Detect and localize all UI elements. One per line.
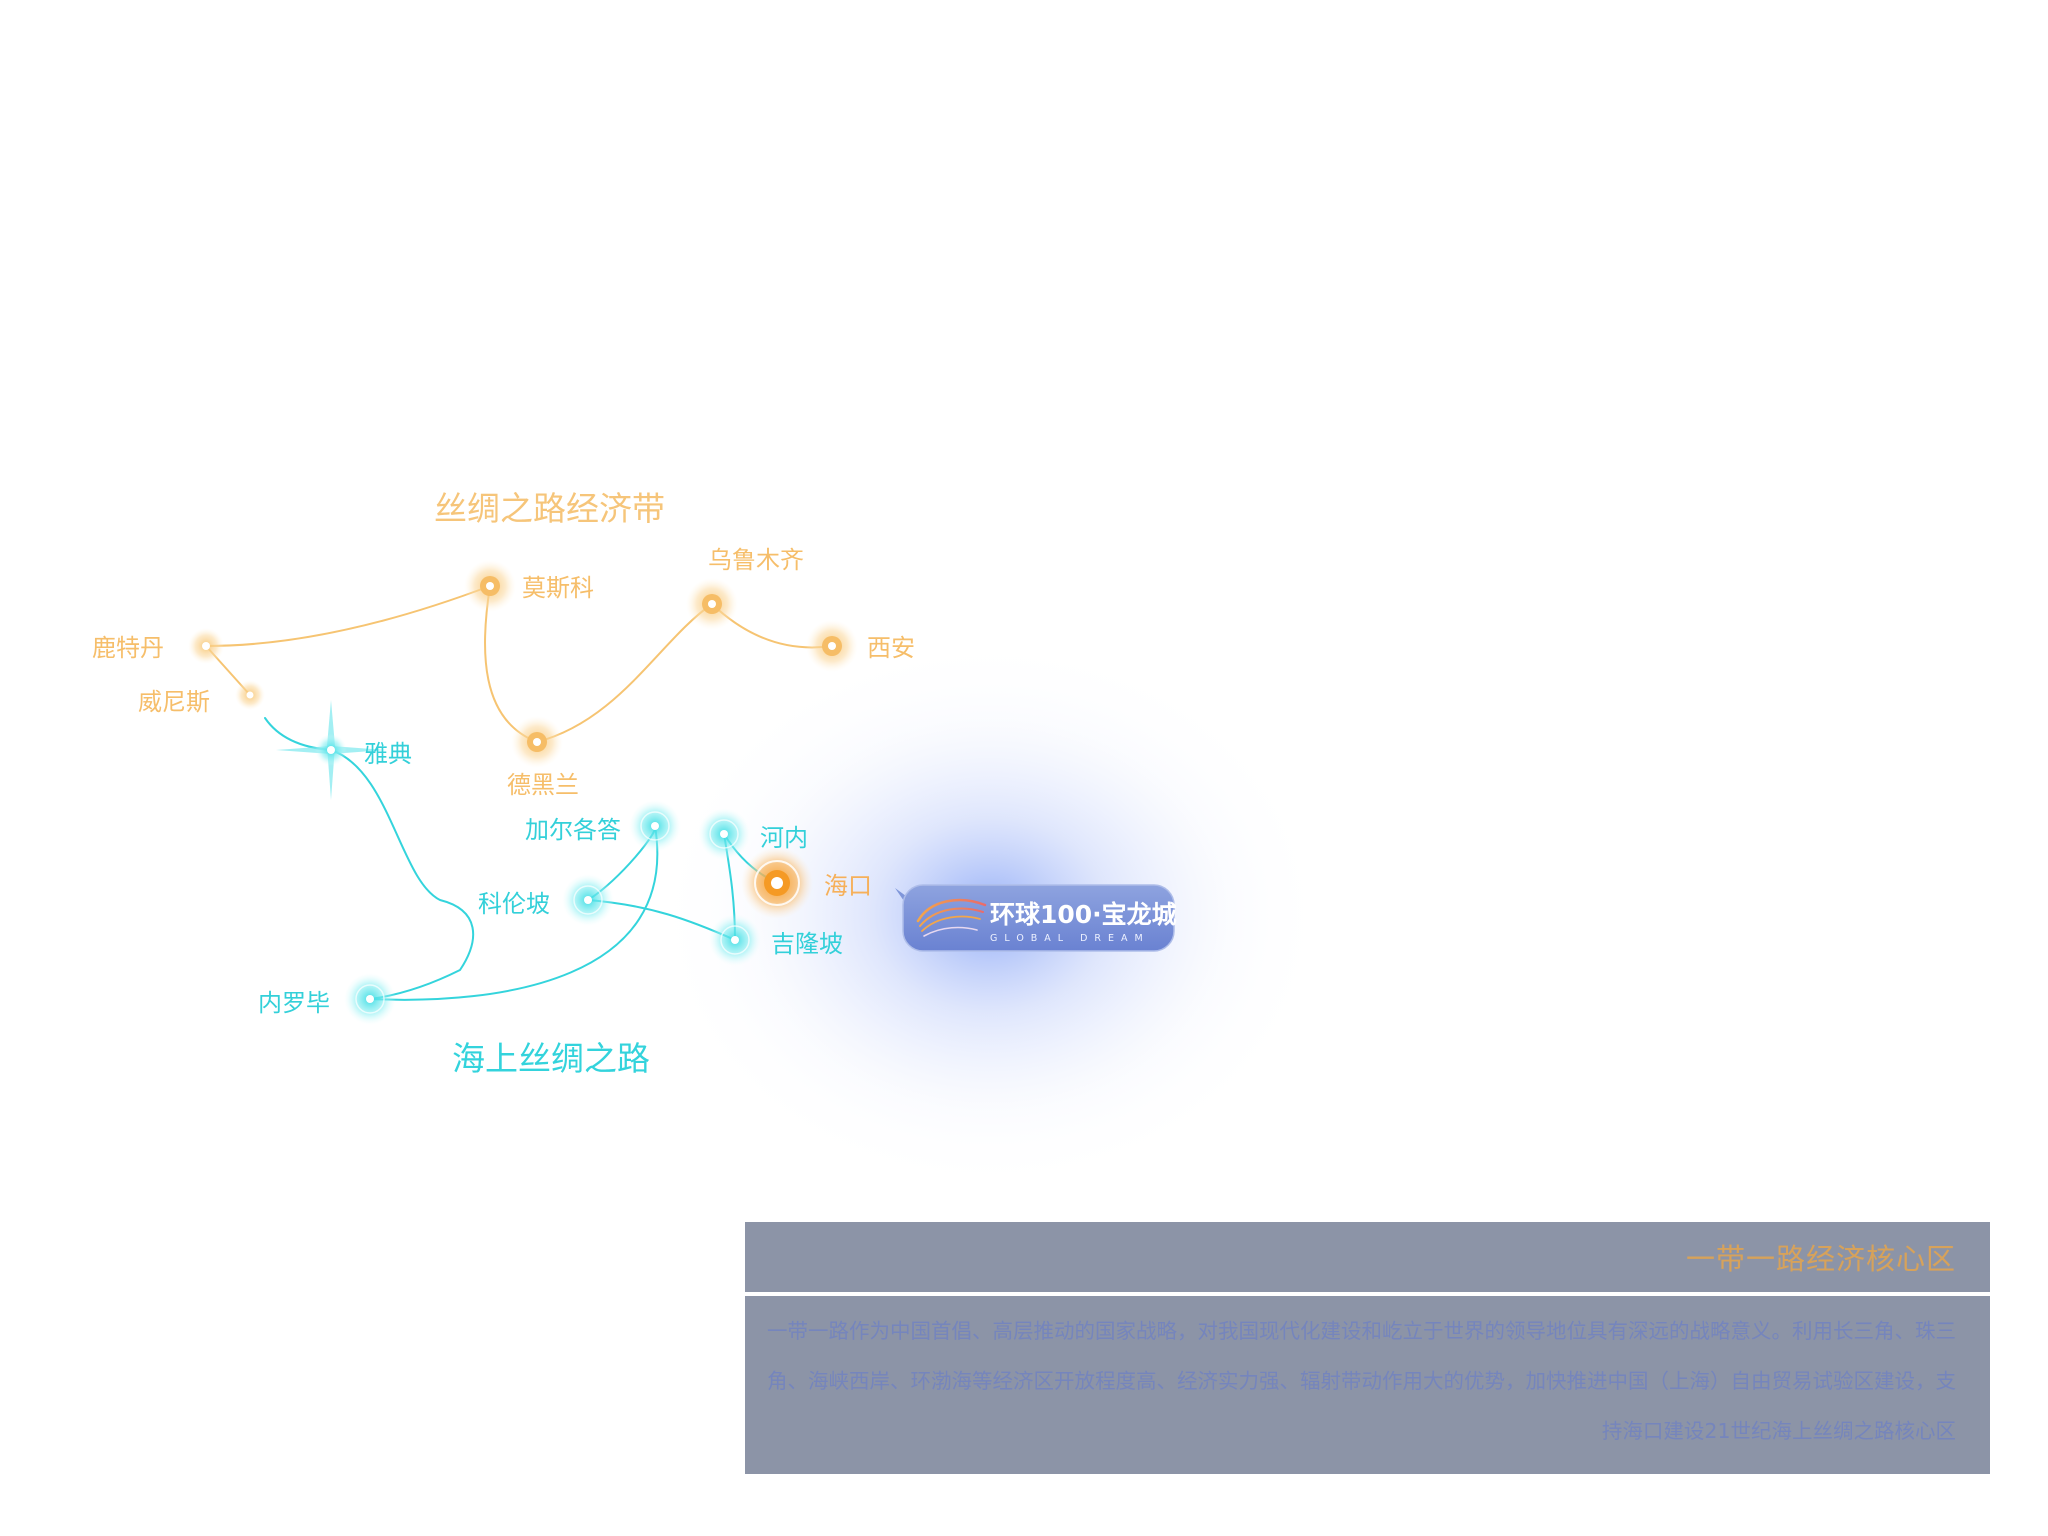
node-kuala-lumpur[interactable] <box>709 914 761 966</box>
info-panel-header: 一带一路经济核心区 <box>745 1222 1990 1292</box>
city-label-hanoi: 河内 <box>760 824 808 852</box>
info-panel: 一带一路经济核心区 一带一路作为中国首倡、高层推动的国家战略，对我国现代化建设和… <box>745 1222 1990 1474</box>
sea-route-title: 海上丝绸之路 <box>452 1039 650 1078</box>
city-label-venice: 威尼斯 <box>138 688 210 716</box>
brand-name-cn: 环球100·宝龙城 <box>990 900 1177 929</box>
city-label-kuala-lumpur: 吉隆坡 <box>771 930 843 958</box>
info-panel-title: 一带一路经济核心区 <box>1685 1242 1956 1276</box>
land-route-title: 丝绸之路经济带 <box>434 489 665 528</box>
node-tehran[interactable] <box>511 716 563 768</box>
node-moscow[interactable] <box>464 560 516 612</box>
node-nairobi[interactable] <box>344 973 396 1025</box>
node-venice[interactable] <box>235 680 265 710</box>
info-panel-text: 一带一路作为中国首倡、高层推动的国家战略，对我国现代化建设和屹立于世界的领导地位… <box>767 1319 1956 1443</box>
node-hanoi[interactable] <box>698 808 750 860</box>
info-panel-body: 一带一路作为中国首倡、高层推动的国家战略，对我国现代化建设和屹立于世界的领导地位… <box>745 1296 1990 1474</box>
wing-swirl-logo-icon <box>916 898 987 937</box>
city-label-athens: 雅典 <box>364 740 412 768</box>
sea-nodes <box>276 700 761 1025</box>
node-urumqi[interactable] <box>686 578 738 630</box>
city-label-nairobi: 内罗毕 <box>258 989 330 1017</box>
brand-name-en: GLOBAL DREAM <box>990 933 1150 944</box>
city-label-xian: 西安 <box>867 634 915 662</box>
city-label-rotterdam: 鹿特丹 <box>92 634 164 662</box>
node-athens[interactable] <box>276 700 386 800</box>
node-haikou[interactable] <box>741 847 813 919</box>
node-colombo[interactable] <box>562 874 614 926</box>
route-tehran-urumqi <box>536 603 713 743</box>
node-rotterdam[interactable] <box>188 628 224 664</box>
land-nodes <box>188 560 858 768</box>
node-xian[interactable] <box>806 620 858 672</box>
city-label-haikou: 海口 <box>824 872 872 900</box>
city-label-moscow: 莫斯科 <box>522 574 594 602</box>
route-nairobi-calcutta <box>369 825 659 1001</box>
route-athens-nairobi <box>330 749 474 1000</box>
city-label-urumqi: 乌鲁木齐 <box>708 546 804 574</box>
city-label-tehran: 德黑兰 <box>507 771 579 799</box>
node-calcutta[interactable] <box>629 800 681 852</box>
land-route-lines <box>205 585 833 743</box>
info-panel-divider <box>745 1292 1990 1296</box>
route-rotterdam-moscow <box>205 585 491 647</box>
brand-badge[interactable]: 环球100·宝龙城 GLOBAL DREAM <box>895 884 1177 952</box>
city-label-colombo: 科伦坡 <box>478 890 550 918</box>
city-label-calcutta: 加尔各答 <box>525 816 621 844</box>
